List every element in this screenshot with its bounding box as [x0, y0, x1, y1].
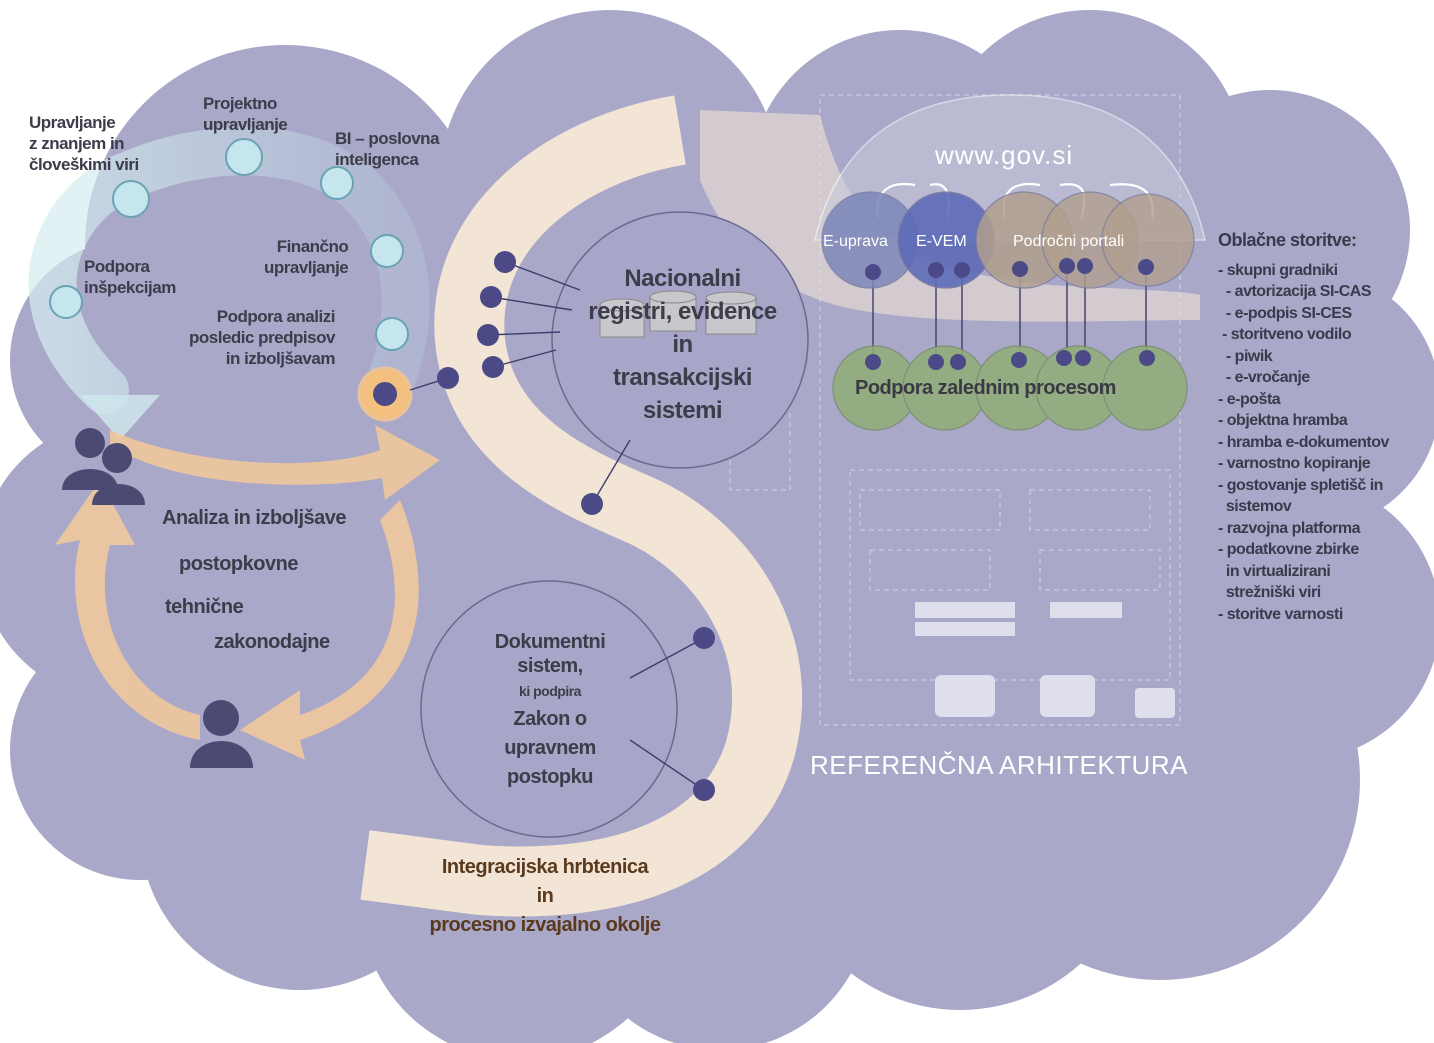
cloud-service-item: - e-pošta [1218, 390, 1281, 408]
pill-e-vem: E-VEM [916, 233, 967, 250]
pill-field-portals: Področni portali [1013, 233, 1125, 250]
cloud-service-item: - skupni gradniki [1218, 261, 1338, 279]
registers-circle [551, 211, 809, 469]
cloud-service-item: strežniški viri [1218, 584, 1321, 601]
integration-backbone-band [360, 95, 803, 917]
registers-label: Nacionalni registri, evidence in transak… [588, 265, 777, 424]
cloud-service-item: - storitve varnosti [1218, 605, 1343, 623]
portal-label: www.gov.si [935, 140, 1074, 170]
documents-label-2: ki podpira [519, 683, 581, 699]
label-regulation-analysis: Podpora analizi posledic predpisov in iz… [189, 307, 335, 368]
people-icon [62, 428, 145, 505]
label-business-intelligence: BI – poslovna inteligenca [335, 129, 440, 169]
documents-label-1: Dokumentni sistem, [494, 631, 606, 677]
cycle-hub-dot [373, 382, 397, 406]
cloud-service-item: - razvojna platforma [1218, 519, 1361, 537]
backbone-label: Integracijska hrbtenica in procesno izva… [429, 856, 661, 936]
cloud-service-item: - varnostno kopiranje [1218, 455, 1371, 472]
label-inspection-support: Podpora inšpekcijam [84, 257, 176, 297]
band-to-architecture [700, 110, 1200, 322]
cloud-service-item: - avtorizacija SI-CAS [1218, 283, 1372, 300]
cycle-nodes [49, 138, 409, 351]
portal-node-dots [865, 258, 1154, 280]
architecture-sketch-boxes [915, 602, 1175, 718]
cloud-services-list: Oblačne storitve: - skupni gradniki - av… [1218, 230, 1389, 625]
cloud-service-item: - e-vročanje [1218, 369, 1310, 386]
cloud-service-item: - podatkovne zbirke [1218, 541, 1359, 558]
backend-nodes [832, 345, 1188, 431]
analysis-legislative: zakonodajne [214, 631, 330, 653]
analysis-technical: tehnične [165, 596, 244, 618]
analysis-procedural: postopkovne [179, 553, 298, 575]
cloud-service-item: - hramba e-dokumentov [1218, 433, 1389, 451]
pill-e-uprava: E-uprava [823, 233, 888, 250]
person-icon [190, 700, 253, 768]
cloud-service-item: - gostovanje spletišč in [1218, 476, 1383, 494]
cloud-service-item: sistemov [1218, 498, 1292, 515]
label-financial-management: Finančno upravljanje [264, 237, 349, 277]
label-project-management: Projektno upravljanje [203, 94, 288, 134]
connector-dots [437, 251, 715, 801]
backend-node-dots [865, 350, 1155, 370]
cycle-arrow-head [80, 395, 160, 440]
improvement-arrows [55, 425, 440, 760]
cloud-service-item: - storitveno vodilo [1218, 326, 1352, 343]
documents-circle [420, 580, 678, 838]
database-icon [599, 290, 757, 338]
cloud-services-title: Oblačne storitve: [1218, 230, 1357, 250]
analysis-title: Analiza in izboljšave [162, 507, 347, 529]
cloud-service-item: - e-podpis SI-CES [1218, 304, 1352, 322]
cloud-service-item: - piwik [1218, 347, 1273, 365]
cloud-service-item: - objektna hramba [1218, 412, 1348, 429]
label-knowledge-hr: Upravljanje z znanjem in človeškimi viri [29, 113, 139, 174]
architecture-title: REFERENČNA ARHITEKTURA [810, 750, 1188, 780]
cloud-service-item: in virtualizirani [1218, 562, 1331, 580]
portal-nodes [821, 191, 1195, 289]
documents-label-3: Zakon o upravnem postopku [504, 708, 596, 788]
backend-label: Podpora zalednim procesom [855, 377, 1116, 399]
